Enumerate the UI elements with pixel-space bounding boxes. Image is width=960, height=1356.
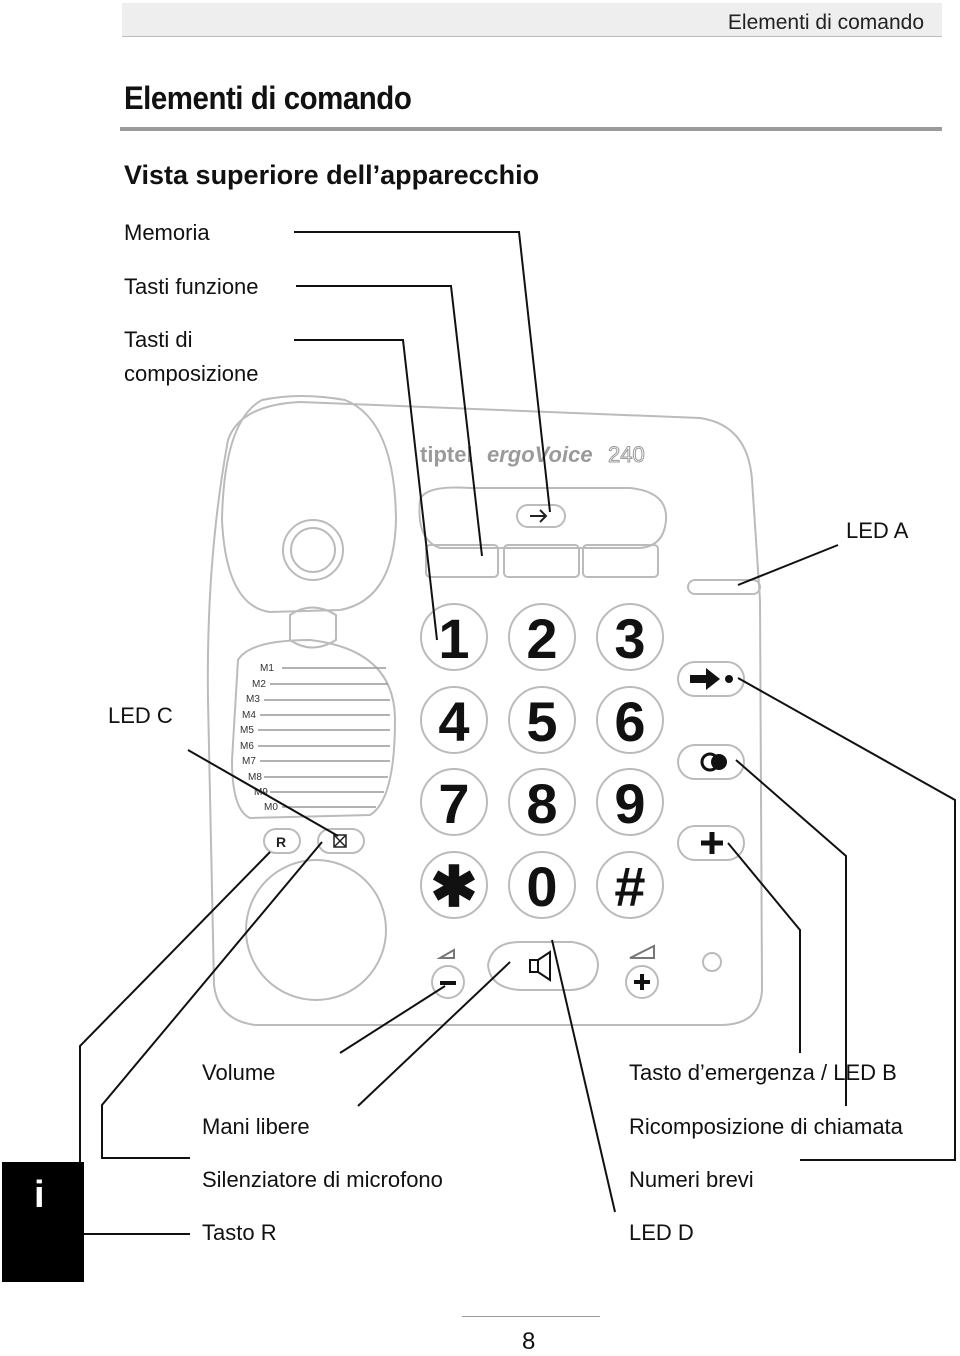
brand-240: 240 [608, 442, 645, 467]
handset-cradle [220, 395, 398, 614]
recall-key [677, 744, 745, 780]
function-key-3 [582, 544, 659, 578]
key-1: 1 [438, 607, 469, 670]
label-composizione: composizione [124, 361, 259, 386]
label-tasto-emergenza: Tasto d’emergenza / LED B [629, 1060, 897, 1085]
leader-numeri-brevi [737, 677, 956, 1161]
leader-tasti-composizione [294, 339, 438, 641]
mute-key [317, 828, 365, 854]
leader-mani-libere [357, 961, 511, 1107]
key-3: 3 [614, 607, 645, 670]
label-numeri-brevi: Numeri brevi [629, 1167, 754, 1192]
svg-text:M7: M7 [242, 756, 256, 767]
emergency-key [677, 661, 745, 697]
leader-silenziatore [101, 841, 323, 1159]
page-number: 8 [522, 1328, 536, 1355]
cradle-latch [289, 606, 337, 649]
running-header: Elementi di comando [122, 3, 942, 37]
function-key-1 [425, 544, 499, 578]
plus-icon [701, 832, 723, 854]
plus-key [677, 825, 745, 861]
key-7: 7 [438, 772, 469, 835]
title-divider [120, 127, 942, 131]
redial-arrow-icon [530, 509, 548, 523]
label-led-a: LED A [846, 518, 909, 543]
keypad-digits: 1 2 3 4 5 6 7 8 9 ✱ 0 # [431, 607, 646, 918]
speaker-grille [245, 859, 387, 1001]
label-tasti-di: Tasti di [124, 327, 193, 352]
running-header-title: Elementi di comando [727, 11, 924, 34]
label-mani-libere: Mani libere [202, 1114, 310, 1139]
led-a-slot [687, 579, 761, 595]
mute-icon [333, 834, 347, 848]
key-5: 5 [526, 690, 557, 753]
brand-tiptel: tiptel [420, 442, 473, 467]
phone-body-outline [206, 400, 764, 1026]
leader-tasto-emergenza [727, 842, 801, 1053]
svg-text:M0: M0 [264, 802, 278, 813]
key-2: 2 [526, 607, 557, 670]
leader-ricomposizione [735, 759, 847, 1106]
label-volume: Volume [202, 1060, 276, 1085]
svg-text:M8: M8 [248, 772, 262, 783]
leader-tasto-r [79, 851, 271, 1235]
svg-text:M3: M3 [246, 694, 260, 705]
keypad-circles [420, 603, 664, 919]
volume-up-key [625, 965, 659, 999]
key-hash: # [614, 855, 645, 918]
svg-text:M2: M2 [252, 679, 266, 690]
r-key-label: R [276, 834, 286, 850]
volume-down-key [431, 965, 465, 999]
key-9: 9 [614, 772, 645, 835]
brand-logo: tiptel ergoVoice 240 [420, 442, 645, 468]
leader-volume [339, 985, 446, 1054]
recall-icon [700, 752, 727, 772]
key-star: ✱ [431, 855, 478, 918]
key-4: 4 [438, 690, 469, 753]
r-key [263, 828, 301, 854]
brand-ergovoice: ergoVoice [487, 442, 593, 467]
svg-text:M1: M1 [260, 663, 274, 674]
function-key-panel [418, 486, 668, 549]
label-ricomposizione: Ricomposizione di chiamata [629, 1114, 903, 1139]
footer-divider [462, 1316, 600, 1317]
leader-tasti-funzione [296, 285, 483, 557]
page-title: Elementi di comando [124, 80, 412, 116]
key-8: 8 [526, 772, 557, 835]
hook-button [282, 519, 344, 581]
handsfree-key [486, 941, 600, 991]
leader-memoria [294, 231, 551, 513]
leader-led-c [187, 749, 339, 837]
label-led-c: LED C [108, 703, 173, 728]
info-side-tab: i [2, 1162, 84, 1282]
svg-text:M6: M6 [240, 741, 254, 752]
label-tasti-funzione: Tasti funzione [124, 274, 259, 299]
info-icon: i [34, 1174, 45, 1216]
memory-slot-labels: M1 M2 M3 M4 M5 M6 M7 M8 M9 M0 [240, 663, 278, 813]
memory-card-panel [230, 638, 397, 820]
function-key-2 [503, 544, 580, 578]
label-tasto-r: Tasto R [202, 1220, 277, 1245]
redial-key [516, 504, 566, 528]
key-0: 0 [526, 855, 557, 918]
label-memoria: Memoria [124, 220, 210, 245]
speaker-icon [529, 950, 551, 982]
key-6: 6 [614, 690, 645, 753]
leader-lines [79, 231, 956, 1235]
label-silenziatore: Silenziatore di microfono [202, 1167, 443, 1192]
memory-lines [258, 667, 390, 808]
emergency-arrow-icon [690, 668, 733, 690]
label-led-d: LED D [629, 1220, 694, 1245]
led-d [702, 952, 722, 972]
volume-up-icon [634, 974, 650, 990]
section-title: Vista superiore dell’apparecchio [124, 160, 540, 190]
svg-text:M5: M5 [240, 725, 254, 736]
svg-text:M4: M4 [242, 710, 256, 721]
leader-led-a [737, 544, 839, 586]
leader-led-d [551, 939, 616, 1213]
